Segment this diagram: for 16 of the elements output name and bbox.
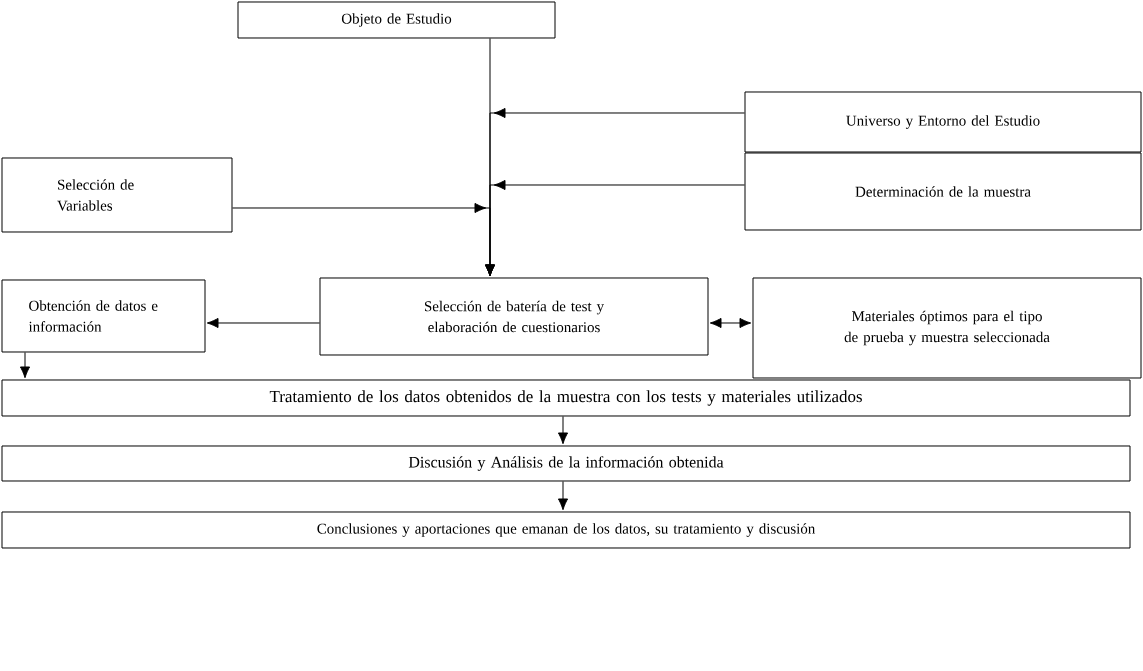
- process-box: Selección de batería de test y elaboración de cuestionarios: [319, 277, 709, 356]
- process-box: Discusión y Análisis de la información obtenida: [1, 445, 1131, 482]
- arrow: [557, 481, 569, 511]
- process-box: Determinación de la muestra: [744, 152, 1142, 231]
- process-box: Universo y Entorno del Estudio: [744, 91, 1142, 153]
- arrow: [232, 202, 496, 277]
- arrow: [557, 416, 569, 445]
- arrow: [709, 317, 752, 329]
- process-box: Tratamiento de los datos obtenidos de la muestra con los tests y materiales utilizados: [1, 379, 1131, 417]
- process-box: Objeto de Estudio: [237, 1, 556, 39]
- process-box: Materiales óptimos para el tipo de prueba y muestra seleccionada: [752, 277, 1142, 379]
- arrow: [206, 317, 320, 329]
- process-box: Obtención de datos e información: [1, 279, 206, 353]
- process-box: Conclusiones y aportaciones que emanan de los datos, su tratamiento y discusión: [1, 511, 1131, 549]
- arrow: [19, 352, 31, 379]
- process-box: Selección de Variables: [1, 157, 233, 233]
